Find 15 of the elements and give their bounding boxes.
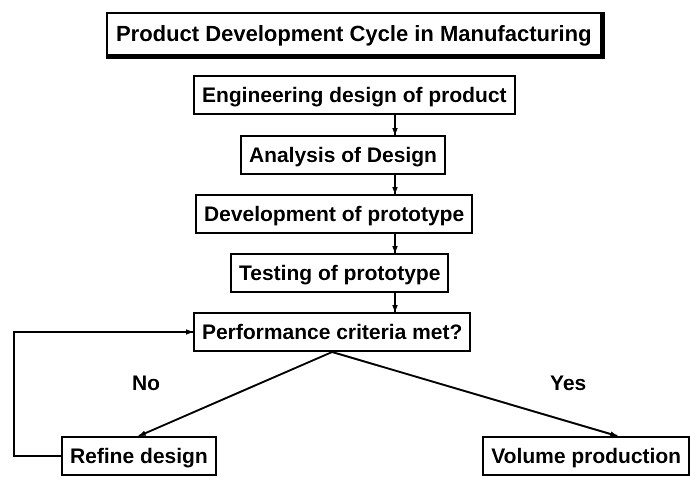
arrow — [392, 115, 398, 135]
process-box: Analysis of Design — [240, 135, 446, 175]
process-box: Performance criteria met? — [193, 312, 472, 352]
process-box: Volume production — [482, 436, 690, 476]
arrow — [138, 351, 333, 437]
arrow — [392, 175, 398, 194]
process-box: Testing of prototype — [230, 253, 450, 293]
arrow — [332, 351, 618, 437]
process-box: Engineering design of product — [193, 75, 516, 115]
process-box: Refine design — [61, 436, 217, 476]
arrow — [392, 234, 398, 253]
process-box: Development of prototype — [195, 194, 474, 234]
title-box: Product Development Cycle in Manufacturing — [106, 12, 605, 59]
arrow — [13, 329, 193, 457]
arrow — [392, 293, 398, 312]
